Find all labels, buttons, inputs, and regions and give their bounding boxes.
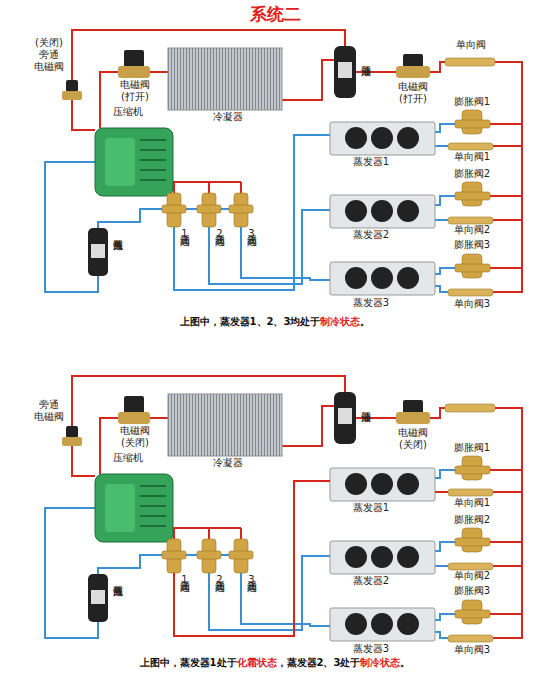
part-label: 冷凝器 [203,111,253,123]
part-label: 压缩机 [108,452,148,464]
part-label: 三通阀2 [213,574,225,585]
part-label: 单向阀2 [449,224,495,236]
part-label: 旁通 电磁阀 [30,399,68,423]
part-label: 膨胀阀1 [449,442,495,454]
part-label: 蒸发器1 [345,156,397,168]
part-label: 膨胀阀2 [449,168,495,180]
part-label: 三通阀3 [245,574,257,585]
caption-text: ，蒸发器2、3处于 [277,657,361,668]
part-label: 单向阀1 [449,151,495,163]
part-label: 单向阀2 [449,570,495,582]
part-label: (关闭) 旁通 电磁阀 [30,37,68,73]
part-label: 膨胀阀2 [449,514,495,526]
part-label: 压缩机 [108,106,148,118]
system-bottom [45,376,522,642]
caption-line: 上图中，蒸发器1、2、3均处于制冷状态。 [0,316,550,328]
part-label: 蒸发器3 [345,643,397,655]
title: 系统二 [0,3,550,26]
caption-text: 制冷状态 [360,657,400,668]
pipe [435,491,448,493]
system-top [45,30,522,296]
caption-text: 制冷状态 [320,316,360,327]
part-label: 蒸发器3 [345,297,397,309]
part-label: 膨胀阀3 [449,585,495,597]
caption-line: 上图中，蒸发器1处于化霜状态，蒸发器2、3处于制冷状态。 [0,657,550,669]
part-label: 电磁阀 (关闭) [392,427,434,451]
caption-text: 化霜状态 [237,657,277,668]
caption-text: 上图中，蒸发器1、2、3均处于 [180,316,321,327]
part-label: 单向阀3 [449,298,495,310]
part-label: 冷凝器 [203,457,253,469]
part-label: 三通阀3 [245,228,257,239]
part-label: 电磁阀 (打开) [392,81,434,105]
part-label: 膨胀阀3 [449,239,495,251]
part-label: 单向阀3 [449,644,495,656]
defrost-pipes [174,481,448,636]
part-label: 单向阀 [449,39,493,51]
part-label: 蒸发器2 [345,575,397,587]
caption-text: 。 [400,657,410,668]
part-label: 电磁阀 (打开) [114,79,156,103]
part-label: 三通阀2 [213,228,225,239]
part-label: 电磁阀 (关闭) [114,425,156,449]
part-label: 三通阀1 [178,228,190,239]
pipe [174,481,330,636]
caption-text: 。 [360,316,370,327]
part-label: 蒸发器1 [345,502,397,514]
part-label: 三通阀1 [178,574,190,585]
caption-text: 上图中，蒸发器1处于 [140,657,237,668]
part-label: 单向阀1 [449,497,495,509]
part-label: 膨胀阀1 [449,96,495,108]
part-label: 蒸发器2 [345,229,397,241]
